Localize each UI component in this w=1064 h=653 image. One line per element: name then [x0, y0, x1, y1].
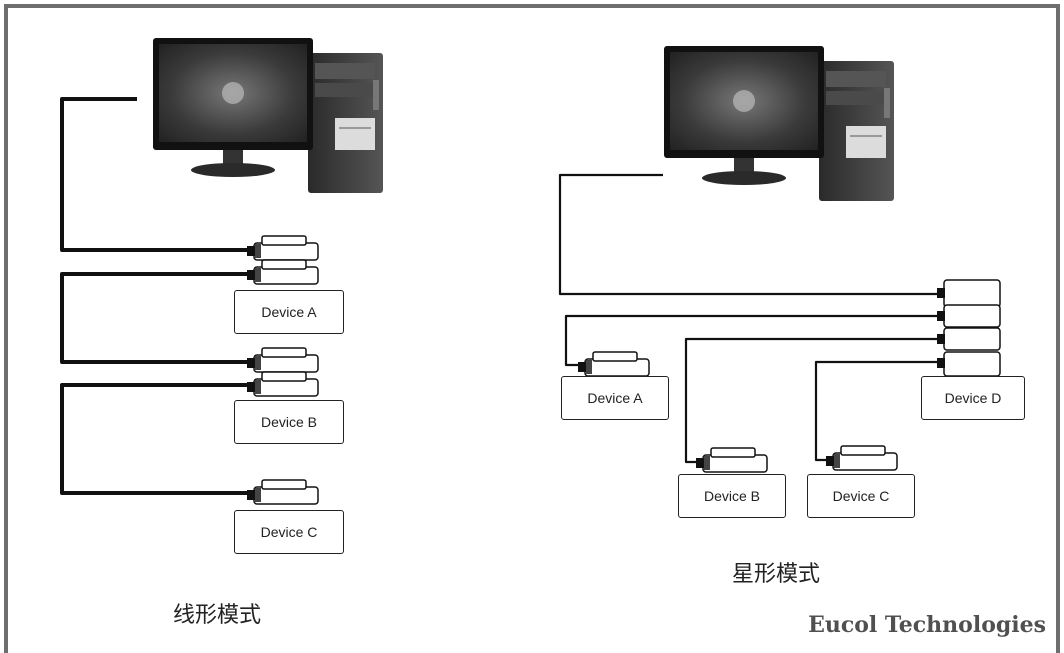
connector-icon [246, 371, 319, 397]
line-mode-caption: 线形模式 [173, 603, 262, 628]
connector-icon [695, 447, 768, 473]
brand-watermark: Eucol Technologies [808, 612, 1046, 638]
line-mode-computer-icon [152, 37, 384, 194]
star-device-c-box: Device C [807, 474, 915, 518]
connector-icon [246, 259, 319, 285]
star-device-d-box: Device D [921, 376, 1025, 420]
connector-icon [825, 445, 898, 471]
line-device-a-box: Device A [234, 290, 344, 334]
line-device-b-box: Device B [234, 400, 344, 444]
connector-icon [246, 347, 319, 373]
connector-icon [246, 479, 319, 505]
star-device-a-box: Device A [561, 376, 669, 420]
star-mode-cables [558, 173, 938, 464]
star-mode-hub [937, 279, 1001, 377]
star-mode-caption: 星形模式 [732, 562, 821, 587]
connector-icon [246, 235, 319, 261]
star-mode-computer-icon [663, 45, 895, 202]
line-mode-connectors [246, 235, 319, 505]
diagram-frame [4, 4, 1060, 653]
star-device-b-box: Device B [678, 474, 786, 518]
connector-icon [577, 351, 650, 377]
line-mode-cables [60, 97, 252, 495]
line-device-c-box: Device C [234, 510, 344, 554]
